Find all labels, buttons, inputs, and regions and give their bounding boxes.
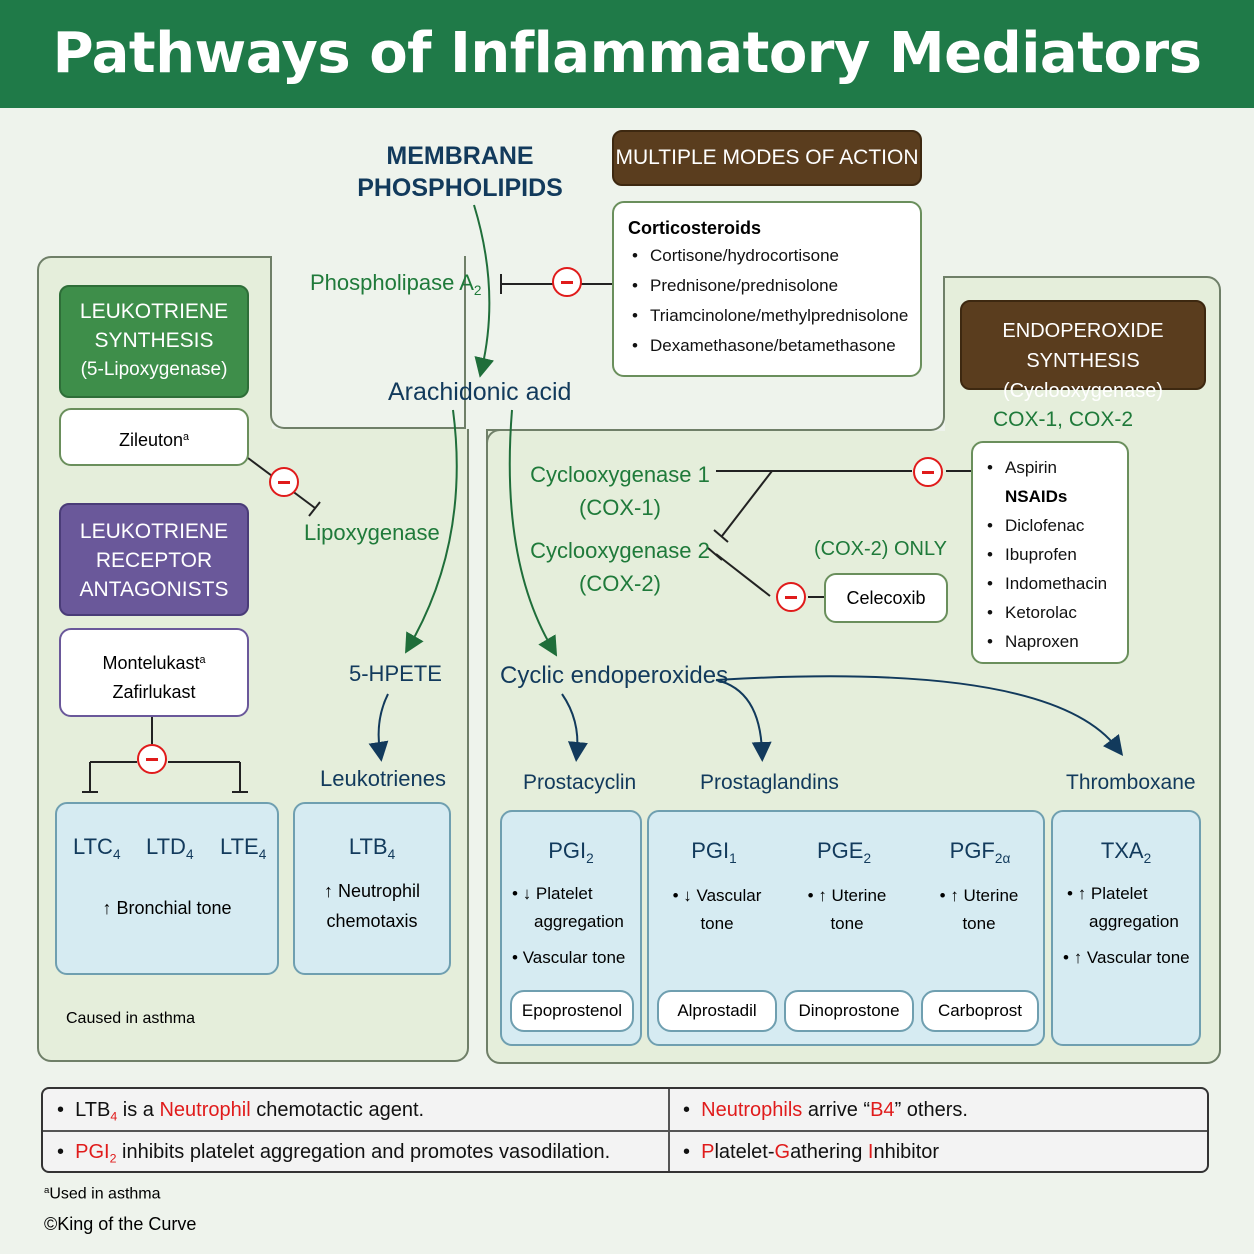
arachidonic-to-endoperoxides-arrow bbox=[508, 409, 558, 657]
list-item: Dexamethasone/betamethasone bbox=[628, 331, 906, 361]
zileuton-box: Zileutona bbox=[59, 408, 249, 466]
phospholipase-label: Phospholipase A2 bbox=[310, 270, 482, 298]
corticosteroid-list: Cortisone/hydrocortisone Prednisone/pred… bbox=[628, 241, 908, 361]
txa2: TXA2 bbox=[1100, 838, 1152, 866]
list-item: Diclofenac bbox=[983, 511, 1117, 540]
inhibit-icon bbox=[269, 467, 299, 497]
endoperoxide-synthesis-header: ENDOPEROXIDE SYNTHESIS (Cyclooxygenase) bbox=[960, 300, 1206, 402]
prostaglandins-label: Prostaglandins bbox=[700, 771, 839, 794]
ltb4: LTB4 bbox=[348, 834, 396, 862]
page-title: Pathways of Inflammatory Mediators bbox=[0, 0, 1254, 108]
receptor-antagonists-header: LEUKOTRIENE RECEPTOR ANTAGONISTS bbox=[59, 503, 249, 616]
pge2: PGE2 bbox=[816, 838, 872, 866]
list-item: Triamcinolone/methylprednisolone bbox=[628, 301, 908, 331]
prostacyclin-label: Prostacyclin bbox=[523, 771, 637, 794]
leukotrienes-label: Leukotrienes bbox=[320, 766, 446, 791]
multiple-modes-header: MULTIPLE MODES OF ACTION bbox=[612, 130, 922, 186]
nsaid-list: Diclofenac Ibuprofen Indomethacin Ketoro… bbox=[983, 511, 1117, 656]
nsaids-header: NSAIDs bbox=[1005, 487, 1068, 506]
nsaids-box: Aspirin NSAIDs Diclofenac Ibuprofen Indo… bbox=[971, 441, 1129, 664]
list-item: Cortisone/hydrocortisone bbox=[628, 241, 906, 271]
arachidonic-acid: Arachidonic acid bbox=[388, 378, 572, 406]
celecoxib-box: Celecoxib bbox=[824, 573, 948, 623]
carboprost-drug: Carboprost bbox=[921, 990, 1039, 1032]
ltb4-box: LTB4 ↑ Neutrophil chemotaxis bbox=[293, 802, 451, 975]
mnemonic-neutrophils: • Neutrophils arrive “B4” others. bbox=[683, 1099, 968, 1121]
prostacyclin-box: PGI2 • ↓ Platelet aggregation • Vascular… bbox=[500, 810, 642, 1046]
list-item: Indomethacin bbox=[983, 569, 1117, 598]
thromboxane-label: Thromboxane bbox=[1066, 771, 1196, 794]
prostaglandins-box: PGI1 • ↓ Vascular tone PGE2 • ↑ Uterine … bbox=[647, 810, 1045, 1046]
corticosteroids-box: Corticosteroids Cortisone/hydrocortisone… bbox=[612, 201, 922, 377]
pgf2a: PGF2α bbox=[949, 838, 1011, 866]
panel-notch-right-border bbox=[486, 276, 945, 431]
list-item: Prednisone/prednisolone bbox=[628, 271, 906, 301]
inhibit-icon bbox=[552, 267, 582, 297]
cox2-only-label: (COX-2) ONLY bbox=[814, 538, 947, 560]
mnemonic-table: • LTB4 is a Neutrophil chemotactic agent… bbox=[41, 1087, 1209, 1173]
caused-in-asthma-note: Caused in asthma bbox=[66, 1010, 195, 1027]
mnemonic-pgi2: • PGI2 inhibits platelet aggregation and… bbox=[57, 1141, 611, 1166]
membrane-to-arachidonic-arrow bbox=[473, 204, 494, 378]
mnemonic-platelet: • Platelet-Gathering Inhibitor bbox=[683, 1141, 940, 1163]
antagonist-drugs-box: Montelukasta Zafirlukast bbox=[59, 628, 249, 717]
panel-notch-left-border bbox=[270, 256, 466, 429]
endoperoxides-to-prostacyclin-arrow bbox=[561, 693, 588, 762]
inhibit-icon bbox=[137, 744, 167, 774]
list-item: Aspirin bbox=[983, 453, 1117, 482]
pgi1: PGI1 bbox=[691, 838, 737, 866]
alprostadil-drug: Alprostadil bbox=[657, 990, 777, 1032]
list-item: Naproxen bbox=[983, 627, 1117, 656]
cysteinyl-leukotrienes-box: LTC4 LTD4 LTE4 ↑ Bronchial tone bbox=[55, 802, 279, 975]
panel-notch-right-cap bbox=[486, 429, 502, 445]
ltd4: LTD4 bbox=[146, 834, 194, 862]
pgi2: PGI2 bbox=[548, 838, 594, 866]
cox2-label: Cyclooxygenase 2 (COX-2) bbox=[530, 538, 710, 596]
membrane-phospholipids: MEMBRANE PHOSPHOLIPIDS bbox=[357, 142, 563, 202]
inhibit-icon bbox=[776, 582, 806, 612]
dinoprostone-drug: Dinoprostone bbox=[784, 990, 914, 1032]
list-item: Ketorolac bbox=[983, 598, 1117, 627]
cox1-label: Cyclooxygenase 1 (COX-1) bbox=[530, 462, 710, 520]
footnote: aUsed in asthma bbox=[44, 1185, 161, 1203]
arachidonic-to-hpete-arrow bbox=[405, 409, 458, 654]
corticosteroids-title: Corticosteroids bbox=[628, 218, 762, 238]
hpete-to-leukotrienes-arrow bbox=[368, 693, 389, 762]
copyright: ©King of the Curve bbox=[44, 1214, 197, 1234]
leukotriene-synthesis-header: LEUKOTRIENE SYNTHESIS (5-Lipoxygenase) bbox=[59, 285, 249, 398]
cyclic-endoperoxides-label: Cyclic endoperoxides bbox=[500, 662, 729, 689]
inhibit-icon bbox=[913, 457, 943, 487]
endoperoxides-to-thromboxane-arrow bbox=[715, 675, 1124, 756]
bronchial-tone-effect: ↑ Bronchial tone bbox=[102, 898, 232, 918]
list-item: Ibuprofen bbox=[983, 540, 1117, 569]
thromboxane-box: TXA2 • ↑ Platelet aggregation • ↑ Vascul… bbox=[1051, 810, 1201, 1046]
ltc4: LTC4 bbox=[73, 834, 121, 862]
panel-notch-left bbox=[272, 254, 472, 429]
endoperoxides-to-prostaglandins-arrow bbox=[715, 679, 772, 762]
mnemonic-ltb4: • LTB4 is a Neutrophil chemotactic agent… bbox=[57, 1099, 425, 1124]
epoprostenol-drug: Epoprostenol bbox=[510, 990, 634, 1032]
lipoxygenase-label: Lipoxygenase bbox=[304, 520, 440, 545]
hpete-label: 5-HPETE bbox=[349, 661, 442, 686]
lte4: LTE4 bbox=[220, 834, 267, 862]
cox12-label: COX-1, COX-2 bbox=[993, 408, 1134, 431]
